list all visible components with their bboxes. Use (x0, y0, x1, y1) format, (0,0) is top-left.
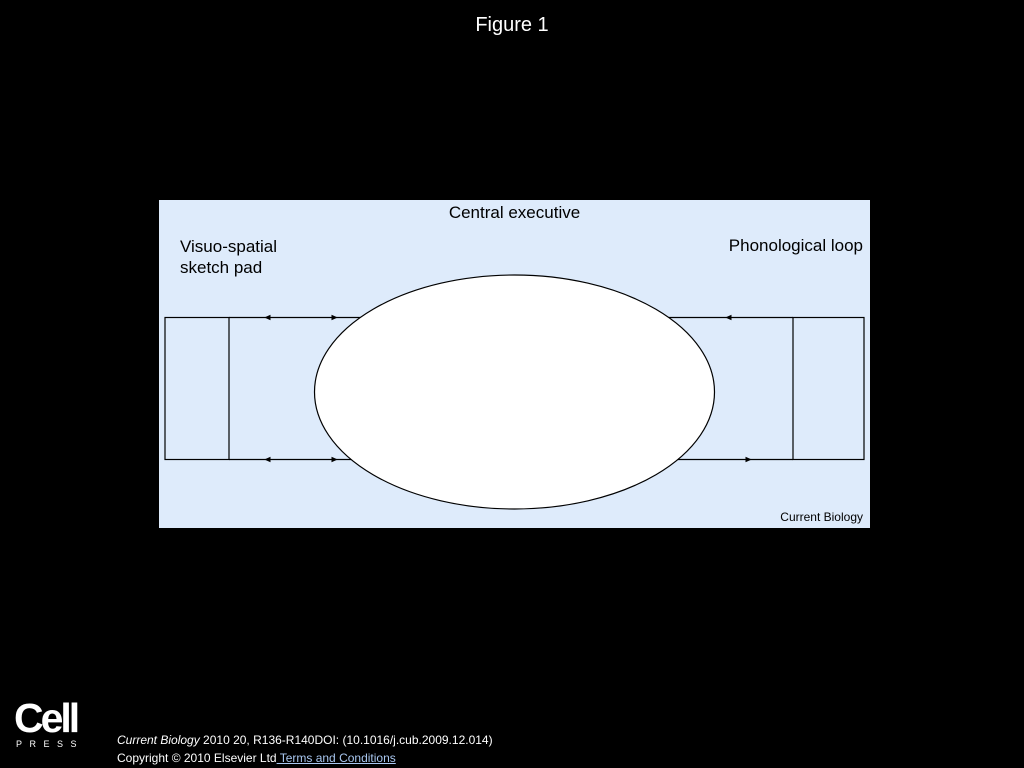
figure-title: Figure 1 (475, 14, 549, 36)
terms-link[interactable]: Terms and Conditions (276, 751, 396, 765)
phonological-loop-label: Phonological loop (728, 236, 863, 255)
citation-line: Current Biology 2010 20, R136-R140DOI: (… (117, 731, 493, 749)
copyright-line: Copyright © 2010 Elsevier Ltd Terms and … (117, 749, 493, 767)
visuo-spatial-label: Visuo-spatial sketch pad (180, 236, 277, 278)
central-executive-label: Central executive (448, 203, 581, 222)
visuo-spatial-label-line-2: sketch pad (180, 258, 263, 277)
cell-press-logo: Cell PRESS (14, 696, 86, 752)
citation-journal: Current Biology (117, 733, 200, 747)
logo-subtitle: PRESS (16, 739, 85, 749)
citation-block: Current Biology 2010 20, R136-R140DOI: (… (117, 731, 493, 767)
central-executive-ellipse (313, 274, 716, 510)
citation-details: 2010 20, R136-R140DOI: (10.1016/j.cub.20… (199, 733, 493, 747)
working-memory-diagram: Central executive Visuo-spatial sketch p… (159, 200, 870, 528)
diagram-canvas (159, 200, 870, 528)
visuo-spatial-label-line-1: Visuo-spatial (180, 237, 278, 256)
copyright-text: Copyright © 2010 Elsevier Ltd (117, 751, 277, 765)
phonological-loop-box-outer (792, 316, 865, 461)
journal-watermark: Current Biology (780, 510, 863, 524)
visuo-spatial-box-outer (164, 316, 230, 461)
logo-word: Cell (14, 695, 80, 741)
